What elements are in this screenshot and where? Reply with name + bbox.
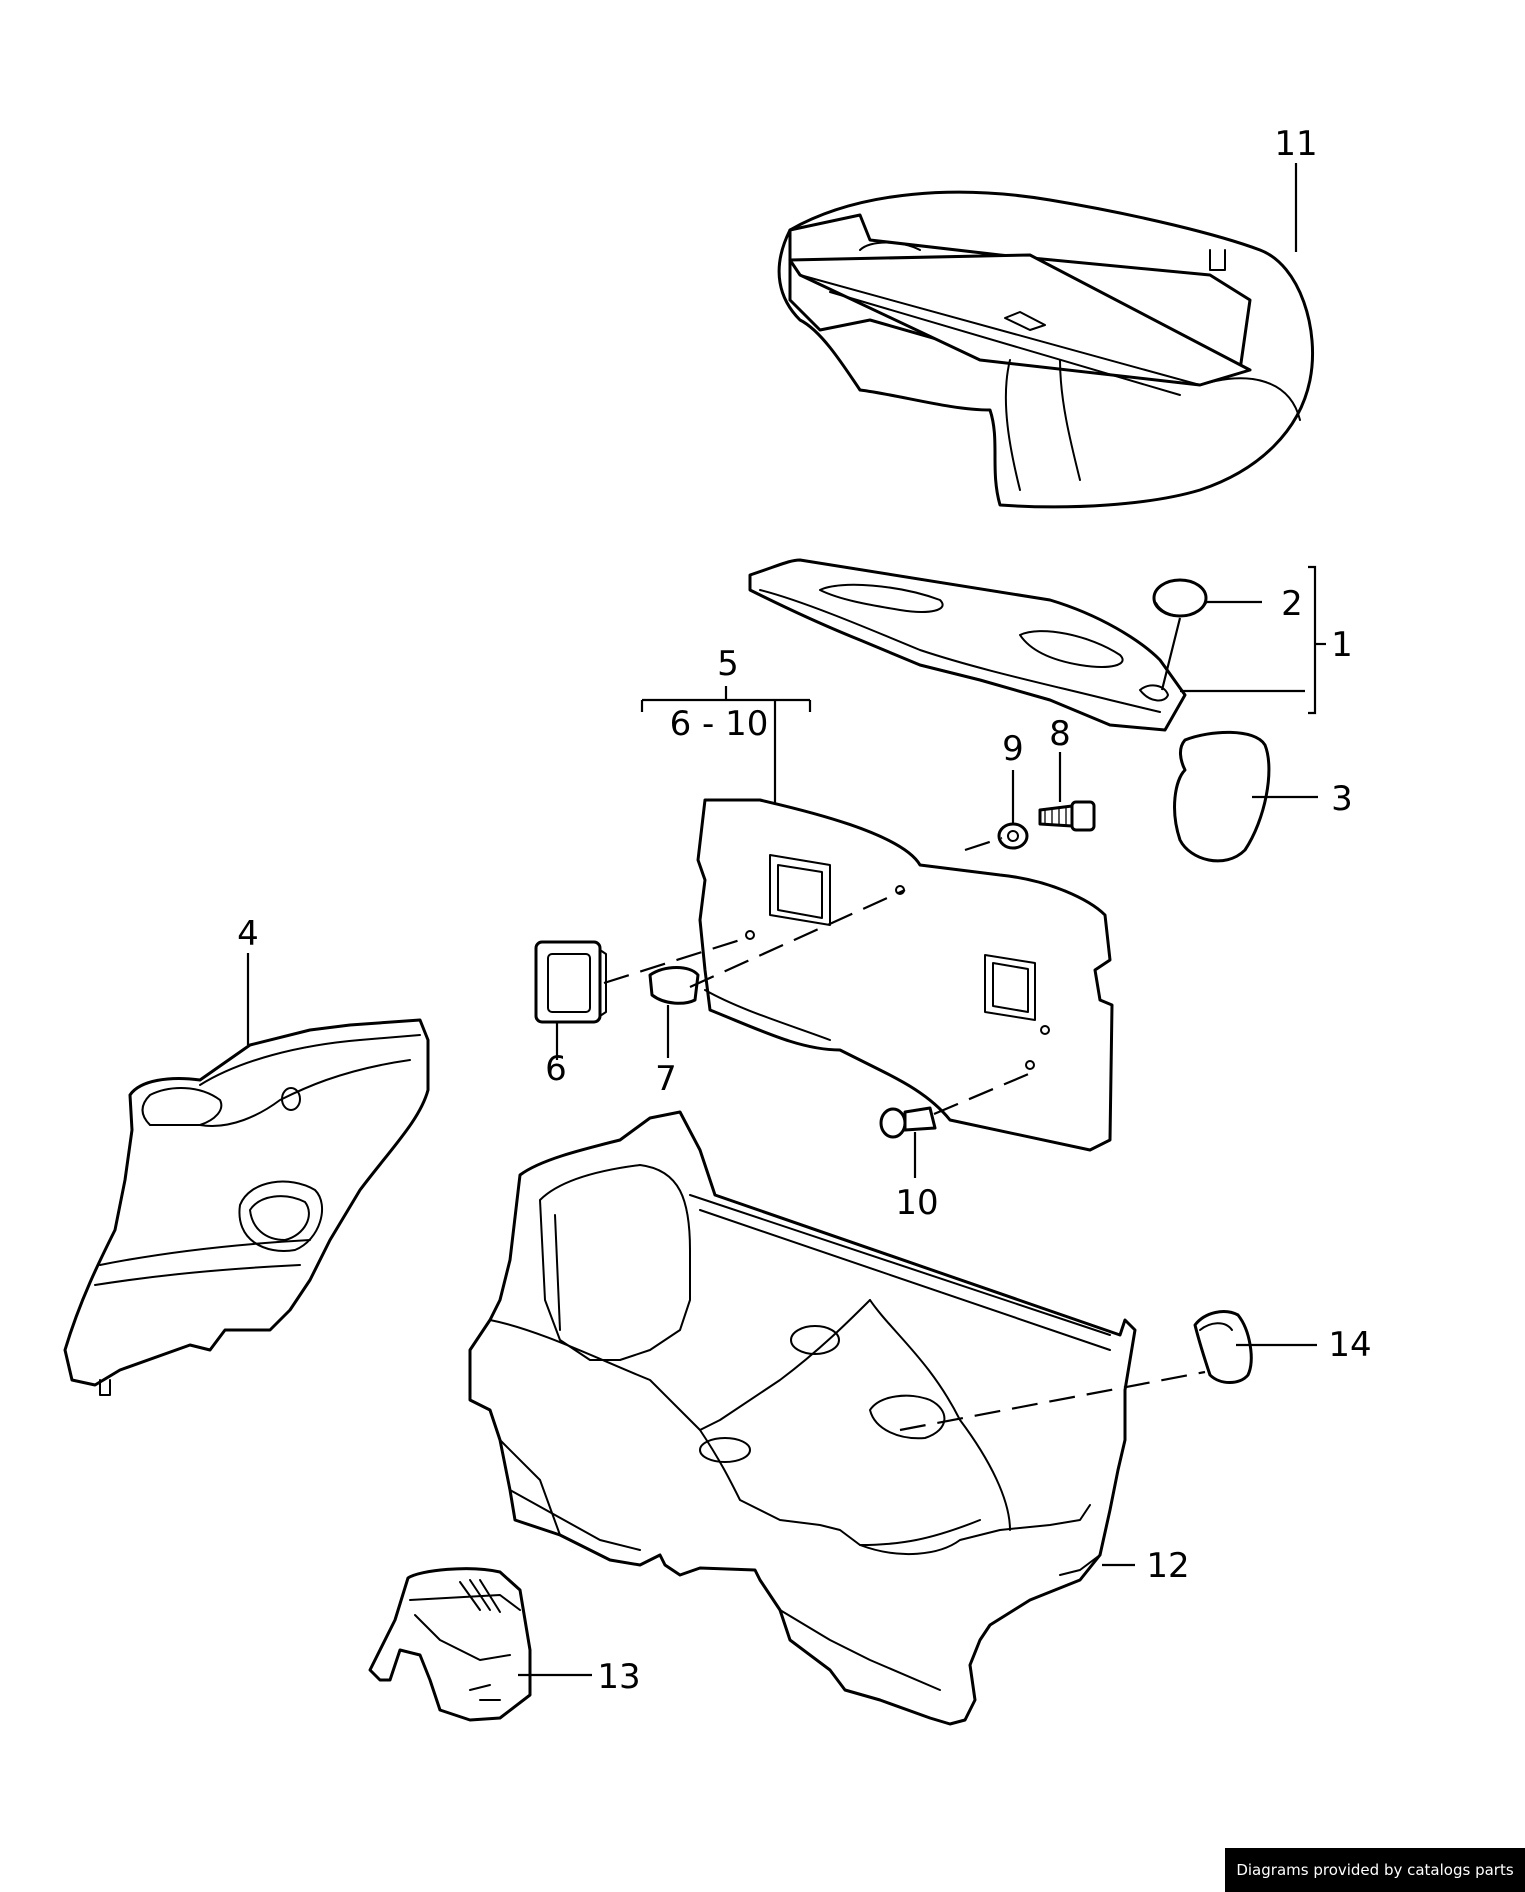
label-5: 5 [717,644,739,684]
label-1: 1 [1331,625,1353,665]
part-11-rear-trim-panel [777,190,1315,509]
label-5-range: 6 - 10 [670,704,769,744]
label-7: 7 [655,1059,677,1099]
part-9-washer [997,770,1029,850]
label-14: 14 [1328,1325,1371,1365]
part-2-cap [1152,578,1208,691]
label-10: 10 [895,1183,938,1223]
leader-lines [246,163,1326,1677]
part-number-labels: 11 2 1 3 5 6 - 10 9 8 4 6 7 10 14 12 13 [237,124,1371,1697]
label-6: 6 [545,1049,567,1089]
part-3-cover [1173,730,1271,863]
label-12: 12 [1146,1546,1189,1586]
label-11: 11 [1274,124,1317,164]
label-3: 3 [1331,779,1353,819]
part-8-screw [1038,752,1096,832]
part-5-rear-panel [696,798,1114,1152]
label-9: 9 [1002,729,1024,769]
part-4-side-trim-panel [63,1018,430,1396]
label-8: 8 [1049,714,1071,754]
credit-banner: Diagrams provided by catalogs parts [1225,1848,1525,1892]
label-2: 2 [1281,584,1303,624]
label-13: 13 [597,1657,640,1697]
part-13-carpet-section [368,1567,532,1722]
part-12-compartment-liner [468,1110,1137,1726]
part-1-parcel-shelf [748,558,1187,732]
part-14-small-cover [1193,1310,1253,1384]
part-7-clip [648,966,700,1058]
part-6-trim-frame [534,940,607,1060]
label-4: 4 [237,914,259,954]
part-10-push-clip [879,1106,937,1178]
